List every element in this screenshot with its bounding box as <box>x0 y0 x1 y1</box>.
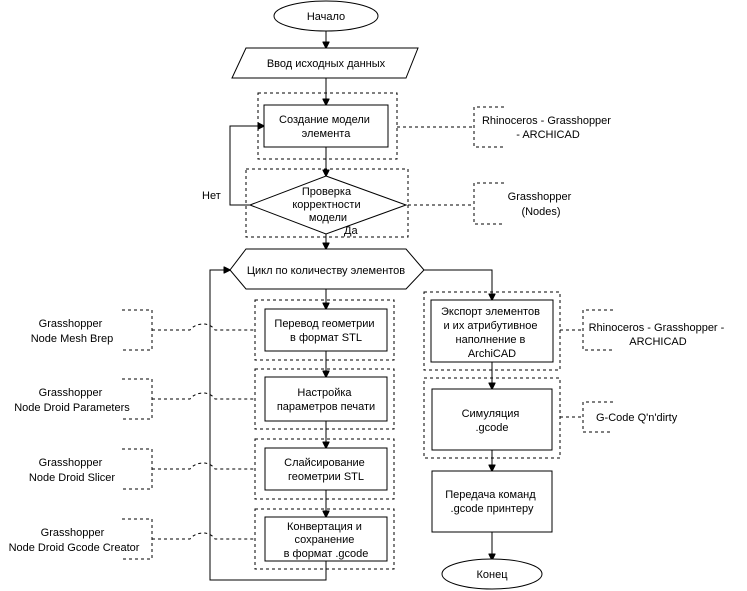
edge-check-no-loopback <box>229 126 264 206</box>
annotation-mesh-brep: Grasshopper Node Mesh Brep <box>31 318 114 345</box>
group-frame-convert <box>254 508 395 570</box>
simulation-node: Симуляция .gcode <box>431 388 553 451</box>
start-node: Начало <box>273 0 379 32</box>
annotation-bracket-gcode-qn <box>582 401 613 433</box>
export-node: Экспорт элементов и их атрибутивное напо… <box>430 299 554 363</box>
annotation-rhino-top: Rhinoceros - Grasshopper - ARCHICAD <box>482 115 614 141</box>
annotation-bracket-droid-slicer <box>122 448 153 490</box>
check-node: Проверка корректности модели <box>248 175 408 235</box>
edge-label-yes: Да <box>344 225 358 237</box>
convert-label: Конвертация и сохранение в формат .gcode <box>284 521 369 560</box>
input-node-label: Ввод исходных данных <box>267 58 386 70</box>
slicing-node: Слайсирование геометрии STL <box>264 447 388 491</box>
end-node: Конец <box>441 558 543 590</box>
annotation-bracket-gh-nodes <box>473 182 504 225</box>
annotation-droid-params: Grasshopper Node Droid Parameters <box>14 387 130 414</box>
group-frame-check <box>245 168 409 238</box>
edge-loop-export <box>424 269 492 300</box>
connector-mesh-brep <box>152 323 255 331</box>
group-frame-stl <box>254 299 395 361</box>
slicing-label: Слайсирование геометрии STL <box>284 457 368 483</box>
annotation-droid-gcode: Grasshopper Node Droid Gcode Creator <box>9 527 140 554</box>
group-frame-params <box>254 368 395 430</box>
transfer-label: Передача команд .gcode принтеру <box>445 489 539 515</box>
start-node-label: Начало <box>307 11 345 23</box>
create-model-label: Создание модели элемента <box>279 114 373 140</box>
annotation-gh-nodes: Grasshopper (Nodes) <box>508 191 575 218</box>
edge-convert-loopback <box>209 270 327 581</box>
loop-node-label: Цикл по количеству элементов <box>247 265 405 277</box>
export-label: Экспорт элементов и их атрибутивное напо… <box>441 306 543 360</box>
group-frame-slicing <box>254 438 395 500</box>
annotation-bracket-droid-gcode <box>122 518 153 560</box>
input-node: Ввод исходных данных <box>231 47 419 79</box>
edge-label-no: Нет <box>202 190 221 202</box>
end-node-label: Конец <box>476 569 508 581</box>
annotation-droid-slicer: Grasshopper Node Droid Slicer <box>29 457 116 484</box>
annotation-gcode-qn: G-Code Q'n'dirty <box>596 412 678 424</box>
connector-droid-params <box>152 392 255 400</box>
create-model-node: Создание модели элемента <box>263 104 389 148</box>
print-params-node: Настройка параметров печати <box>264 376 388 422</box>
simulation-label: Симуляция .gcode <box>462 408 523 434</box>
convert-node: Конвертация и сохранение в формат .gcode <box>264 516 388 562</box>
annotation-bracket-rhino-right <box>582 309 613 351</box>
check-node-label: Проверка корректности модели <box>292 186 363 224</box>
to-stl-node: Перевод геометрии в формат STL <box>264 308 388 352</box>
transfer-node: Передача команд .gcode принтеру <box>431 470 553 533</box>
annotation-bracket-droid-params <box>122 378 153 420</box>
annotation-bracket-rhino-top <box>473 106 504 148</box>
annotation-rhino-right: Rhinoceros - Grasshopper - ARCHICAD <box>589 322 728 348</box>
connector-droid-slicer <box>152 462 255 470</box>
to-stl-label: Перевод геометрии в формат STL <box>274 318 377 344</box>
connector-droid-gcode <box>152 532 255 540</box>
loop-node: Цикл по количеству элементов <box>229 248 425 290</box>
annotation-bracket-mesh-brep <box>122 309 153 351</box>
print-params-label: Настройка параметров печати <box>277 387 375 413</box>
